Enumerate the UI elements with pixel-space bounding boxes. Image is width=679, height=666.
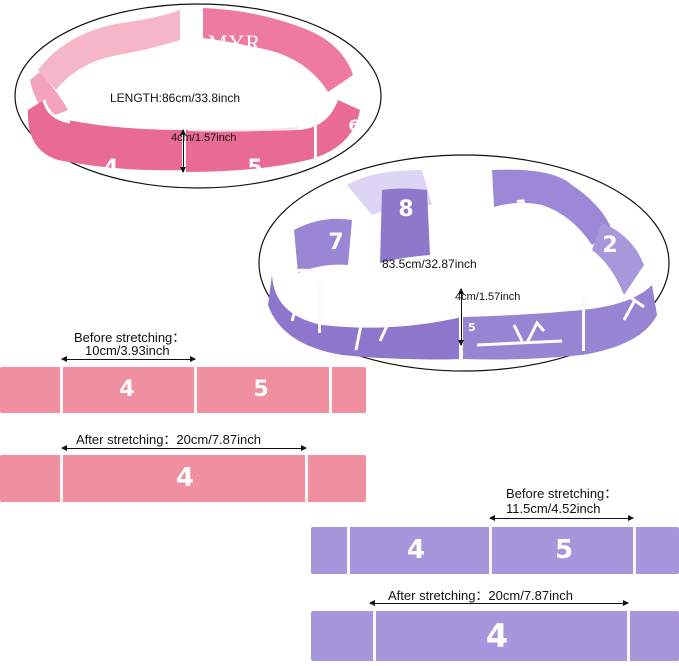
strap-divider [60,367,63,413]
pink-after-strap: 4 [0,455,366,502]
purple-loop-number: 7 [328,230,344,255]
purple-loop-width-arrow [458,288,464,346]
pink-loop-number: 4 [103,156,119,181]
strap-number: 4 [119,377,135,402]
pink-loop-product: MYR LENGTH:86cm/33.8inch 4cm/1.57inch 4 … [8,0,388,210]
pink-loop-brand: MYR [208,30,262,55]
pink-after-measure-arrow [61,445,307,451]
purple-loop-product: 83.5cm/32.87inch 4cm/1.57inch 8 1 7 2 6 … [252,145,672,375]
purple-before-strap: 4 5 [311,527,679,574]
strap-number: 5 [253,377,269,402]
purple-loop-number: 1 [514,197,530,222]
pink-loop-number: 6 [348,116,360,135]
pink-before-measure-arrow [61,356,196,362]
purple-before-measure-arrow [489,515,634,521]
purple-loop-length-label: 83.5cm/32.87inch [382,257,477,271]
purple-after-measure-arrow [369,600,629,606]
purple-loop-number: 5 [468,321,476,334]
pink-loop-width-arrow [180,129,186,173]
purple-after-strap: 4 [311,611,679,661]
strap-number: 5 [554,535,574,565]
pink-loop-image [14,3,382,189]
pink-before-measure: 10cm/3.93inch [85,343,170,358]
purple-loop-number: 2 [602,233,618,258]
pink-after-label: After stretching：20cm/7.87inch [76,432,261,447]
strap-number: 4 [175,463,195,493]
strap-divider [373,611,376,661]
purple-loop-number: 6 [596,291,604,304]
purple-loop-image [258,154,670,372]
pink-before-label: Before stretching： [74,330,186,345]
strap-number: 4 [406,535,426,565]
purple-after-label: After stretching：20cm/7.87inch [388,588,573,603]
strap-divider [305,455,308,502]
strap-number: 4 [485,617,509,655]
purple-loop-width-label: 4cm/1.57inch [455,291,521,303]
purple-before-label: Before stretching： [506,486,618,501]
purple-before-measure: 11.5cm/4.52inch [506,501,601,516]
pink-loop-length-label: LENGTH:86cm/33.8inch [110,91,241,105]
pink-loop-width-label: 4cm/1.57inch [171,132,237,144]
strap-divider [489,527,492,574]
purple-loop-number: 8 [398,197,414,222]
strap-divider [329,367,332,413]
strap-divider [60,455,63,502]
strap-divider [347,527,350,574]
strap-divider [194,367,197,413]
pink-loop-number: 5 [247,156,263,181]
pink-before-strap: 4 5 [0,367,366,413]
strap-divider [633,527,636,574]
strap-divider [627,611,630,661]
